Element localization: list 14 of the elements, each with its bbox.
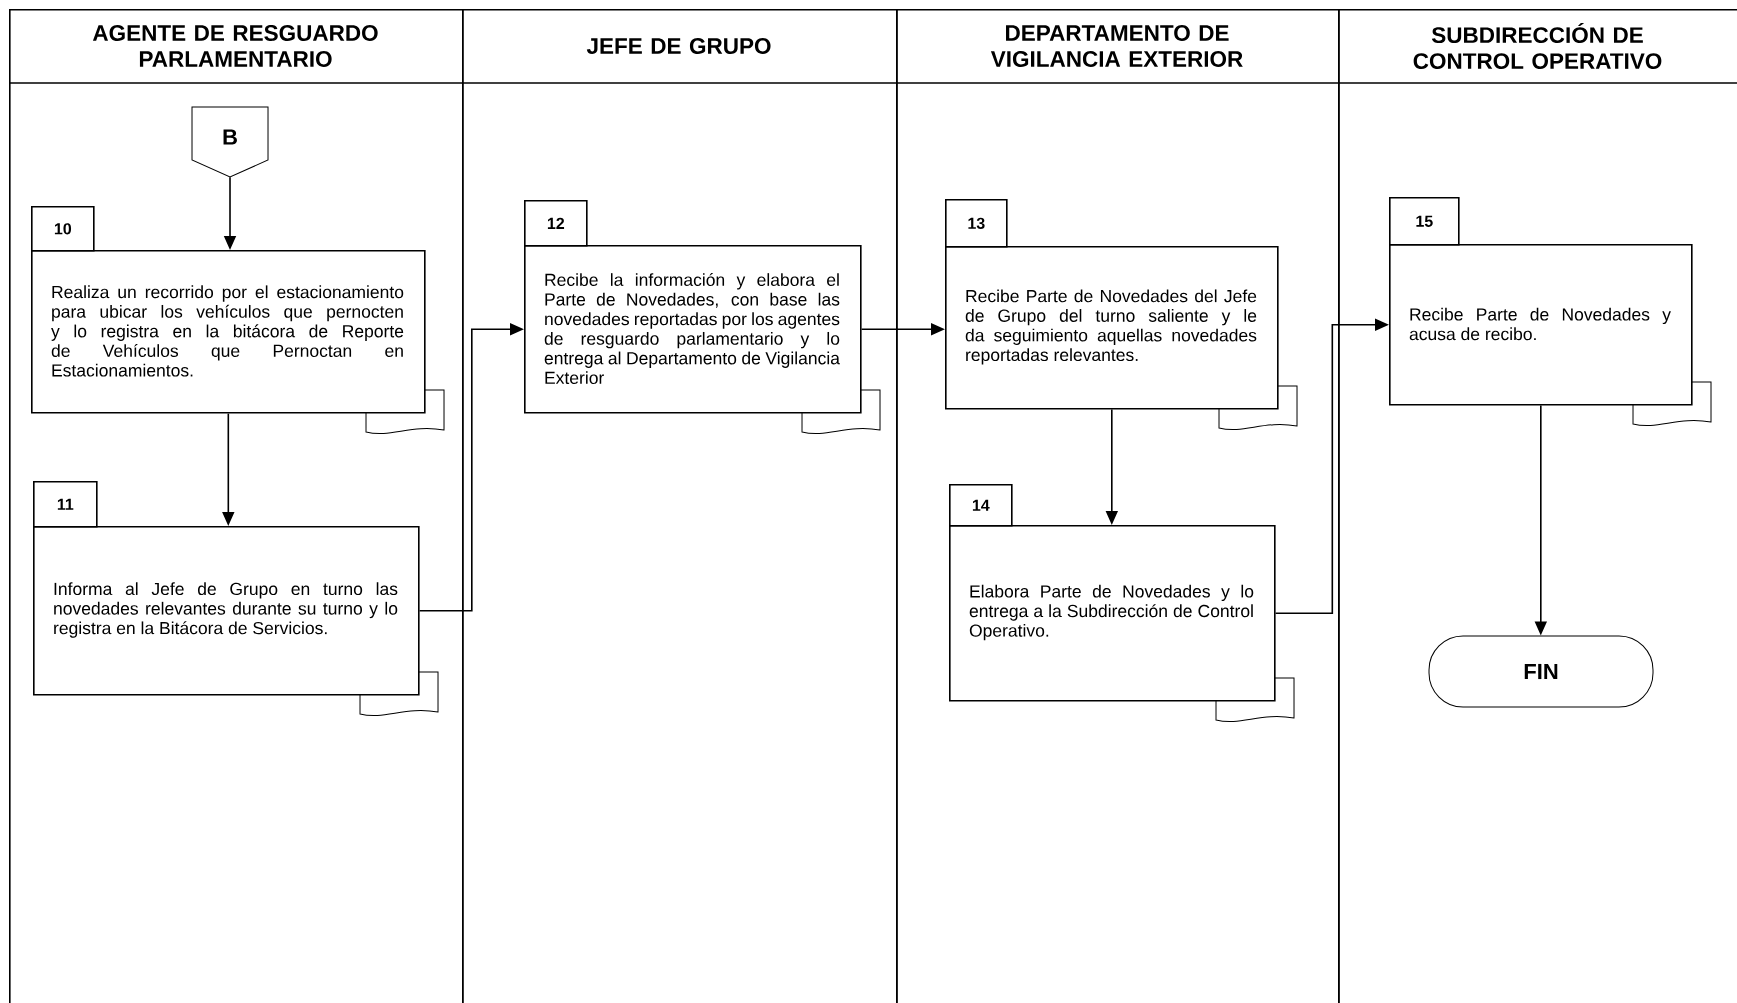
off-page-connector: B: [191, 106, 269, 178]
terminator: FIN: [1428, 635, 1654, 708]
node-label: 12: [547, 217, 565, 229]
node-label: 10: [54, 223, 72, 235]
process-box: 11 Informa al Jefe de Grupo en turno las novedades relevantes durante su turno y lo registra en la Bitácora de Servicios.: [33, 481, 439, 716]
process-box: 12 Recibe la información y elabora el Parte de Novedades, con base las novedades reportadas por los agentes de resguardo parlamentario y lo entrega al Departamento de Vigilancia Exterior: [524, 200, 881, 434]
node-label: 15: [1416, 215, 1433, 227]
process-box: 14 Elabora Parte de Novedades y lo entrega a la Subdirección de Control Operativo.: [949, 484, 1295, 722]
process-box: 10 Realiza un recorrido por el estacionamiento para ubicar los vehículos que pernocten y lo registra en la bitácora de Reporte de Vehículos que Pernoctan en Estacionamientos.: [31, 206, 445, 434]
node-label: 11: [57, 498, 74, 510]
node-label: 13: [968, 217, 985, 229]
node-label: 14: [972, 499, 990, 511]
process-box: 13 Recibe Parte de Novedades del Jefe de Grupo del turno saliente y le da seguimiento aquellas novedades reportadas relevantes.: [945, 199, 1298, 430]
process-box: 15 Recibe Parte de Novedades y acusa de recibo.: [1389, 197, 1712, 426]
